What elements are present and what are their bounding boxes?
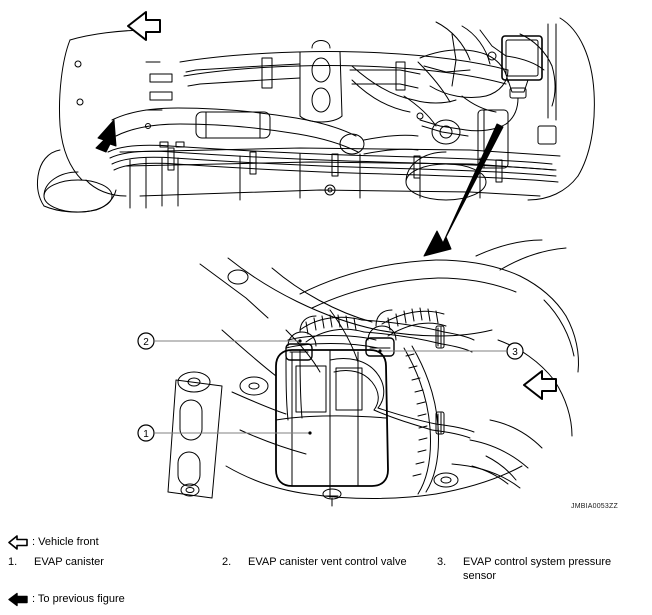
callout-marker-1: 1 xyxy=(137,424,155,442)
part-label-3: EVAP control system pressure sensor xyxy=(463,556,612,582)
part-number-3: 3. xyxy=(437,556,447,568)
hollow-left-arrow-icon xyxy=(8,534,28,550)
callout-leader-dots xyxy=(298,339,382,435)
callout-number-2: 2 xyxy=(143,337,149,348)
legend-vehicle-front: : Vehicle front xyxy=(8,534,99,550)
vehicle-front-arrow-lower-icon xyxy=(523,370,557,400)
part-label-1: EVAP canister xyxy=(34,556,104,568)
part-number-1: 1. xyxy=(8,556,18,568)
part-item-3: 3. EVAP control system pressure sensor xyxy=(437,556,647,583)
vehicle-underbody-overview xyxy=(37,17,595,213)
legend-previous-figure-text: : To previous figure xyxy=(32,592,125,605)
callout-number-1: 1 xyxy=(143,429,149,440)
callout-leader-lines xyxy=(155,340,506,434)
evap-canister-detail-view xyxy=(167,239,579,507)
vehicle-front-arrow-upper-icon xyxy=(127,11,161,41)
callout-marker-2: 2 xyxy=(137,332,155,350)
view-connector-arrow-icon xyxy=(423,123,504,257)
figure-legend: : Vehicle front 1. EVAP canister 2. EVAP… xyxy=(0,524,652,615)
figure-illustration-area: 2 1 3 JMBIA0053ZZ xyxy=(37,11,618,510)
figure-id-code: JMBIA0053ZZ xyxy=(571,503,618,510)
callout-marker-3: 3 xyxy=(506,342,524,360)
part-number-2: 2. xyxy=(222,556,232,568)
part-item-2: 2. EVAP canister vent control valve xyxy=(222,556,428,570)
legend-previous-figure: : To previous figure xyxy=(8,591,125,607)
part-label-2: EVAP canister vent control valve xyxy=(248,556,407,568)
callout-number-3: 3 xyxy=(512,347,518,358)
solid-left-arrow-icon xyxy=(8,592,28,607)
legend-vehicle-front-text: : Vehicle front xyxy=(32,535,99,548)
part-item-1: 1. EVAP canister xyxy=(8,556,218,570)
solid-locator-arrow-icon xyxy=(95,119,117,153)
